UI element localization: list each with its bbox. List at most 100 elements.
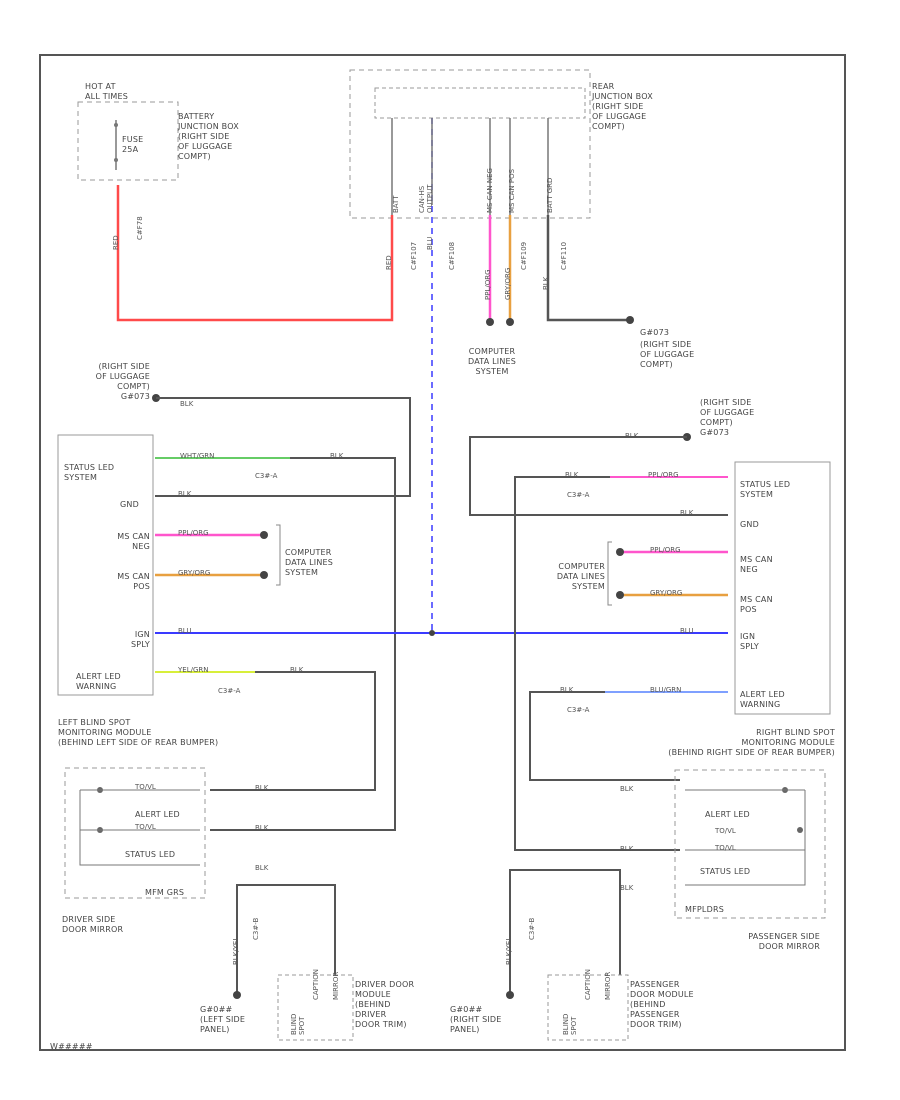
battery-fuse-label: FUSE 25A <box>122 135 144 154</box>
left-mirror-wire-2: BLK <box>255 824 269 832</box>
wire-right-alert <box>529 691 680 781</box>
left-pin-can-pos: MS CAN POS <box>117 572 150 591</box>
left-wire-can-neg: PPL/ORG <box>178 529 209 537</box>
right-mirror-wire-2: BLK <box>620 845 634 853</box>
right-pin-can-pos: MS CAN POS <box>740 595 773 614</box>
right-wire-gnd: BLK <box>680 509 694 517</box>
right-pin-can-neg: MS CAN NEG <box>740 555 773 574</box>
right-bottom-pin-1: BLIND SPOT <box>562 1013 578 1035</box>
right-computer-data: COMPUTER DATA LINES SYSTEM <box>556 562 605 591</box>
left-bsm-module-box <box>57 434 154 696</box>
left-wire-can-pos: GRY/ORG <box>178 569 211 577</box>
battery-jbox-label: BATTERY JUNCTION BOX (RIGHT SIDE OF LUGG… <box>178 112 239 161</box>
right-bsm-module-box <box>734 461 831 715</box>
right-bottom-pin-2: CAPTION <box>584 969 592 1000</box>
left-wire-blk-1: BLK <box>330 452 344 460</box>
rear-jbox-pin-3: MS CAN NEG <box>486 168 494 213</box>
rear-jbox-label: REAR JUNCTION BOX (RIGHT SIDE OF LUGGAGE… <box>592 82 653 131</box>
battery-conn-label: C#F78 <box>136 216 144 240</box>
battery-hot-label: HOT AT ALL TIMES <box>85 82 129 101</box>
passenger-door-module-box <box>547 974 629 1041</box>
wire-right-ground <box>469 436 728 516</box>
right-mirror-alert: ALERT LED <box>705 810 750 819</box>
left-mirror-label: DRIVER SIDE DOOR MIRROR <box>62 915 124 934</box>
left-mirror-alert: ALERT LED <box>135 810 180 819</box>
left-pin-can-neg: MS CAN NEG <box>117 532 150 551</box>
wire-right-status <box>514 476 680 851</box>
left-wire-alert: YEL/GRN <box>178 666 209 674</box>
right-wire-alert: BLU/GRN <box>650 686 682 694</box>
diagram-frame <box>39 54 846 1051</box>
right-bottom-pin-3: MIRROR <box>604 971 612 1000</box>
right-mirror-wire-3: BLK <box>620 884 634 892</box>
right-pin-alert: ALERT LED WARNING <box>740 690 785 709</box>
left-bottom-pin-2: CAPTION <box>312 969 320 1000</box>
right-mirror-label: PASSENGER SIDE DOOR MIRROR <box>748 932 820 951</box>
battery-wire-label: RED <box>112 235 120 250</box>
right-mirror-wire-1: BLK <box>620 785 634 793</box>
left-computer-data: COMPUTER DATA LINES SYSTEM <box>285 548 334 577</box>
right-wire-ign: BLU <box>680 627 694 635</box>
rear-jbox-pin-4: MS CAN POS <box>508 168 516 213</box>
rear-jbox-pin-1: BATT <box>392 195 400 213</box>
right-bottom-wire: BLK/YEL <box>505 936 513 965</box>
left-pin-ign: IGN SPLY <box>131 630 150 649</box>
wire-left-status <box>210 457 396 831</box>
left-bottom-pin-3: MIRROR <box>332 971 340 1000</box>
rear-jbox-conn-3: C#F109 <box>520 241 528 270</box>
wire-label-blu: BLU <box>426 236 434 250</box>
right-module-label: RIGHT BLIND SPOT MONITORING MODULE (BEHI… <box>668 728 835 757</box>
wire-left-bottom <box>236 884 336 995</box>
right-pin-status: STATUS LED SYSTEM <box>740 480 791 499</box>
left-wire-blk-2: BLK <box>290 666 304 674</box>
right-wire-can-pos: GRY/ORG <box>650 589 683 597</box>
right-bottom-module: PASSENGER DOOR MODULE (BEHIND PASSENGER … <box>630 980 694 1029</box>
left-mirror-pin-2: TO/VL <box>135 823 156 831</box>
left-ground-label: (RIGHT SIDE OF LUGGAGE COMPT) G#073 <box>95 362 150 401</box>
right-mirror-box <box>674 769 826 919</box>
left-mirror-status: STATUS LED <box>125 850 176 859</box>
right-conn-status: C3#-A <box>567 491 590 499</box>
right-conn-alert: C3#-A <box>567 706 590 714</box>
wire-label-red: RED <box>385 255 393 270</box>
left-wire-ign: BLU <box>178 627 192 635</box>
wire-battery-red <box>116 185 394 322</box>
top-ground-id: G#073 <box>640 328 670 337</box>
right-mirror-code: MFPLDRS <box>685 905 724 914</box>
rear-jbox-pin-2: CAN-HS OUTPUT <box>418 184 434 213</box>
wire-label-pplorg: PPL/ORG <box>484 269 492 301</box>
right-mirror-status: STATUS LED <box>700 867 751 876</box>
left-bottom-conn: C3#-B <box>252 917 260 940</box>
top-ground-label: (RIGHT SIDE OF LUGGAGE COMPT) <box>640 340 695 369</box>
left-module-label: LEFT BLIND SPOT MONITORING MODULE (BEHIN… <box>58 718 219 747</box>
wire-label-blk: BLK <box>542 276 550 290</box>
wire-label-gryorg: GRY/ORG <box>504 267 512 300</box>
left-mirror-code: MFM GRS <box>145 888 185 897</box>
wire-left-alert <box>210 671 376 791</box>
right-wire-can-neg: PPL/ORG <box>650 546 681 554</box>
wire-right-bottom <box>509 869 621 995</box>
right-mirror-pin-1: TO/VL <box>715 827 736 835</box>
left-mirror-pin-1: TO/VL <box>135 783 156 791</box>
right-wire-blk-2: BLK <box>560 686 574 694</box>
rear-jbox-conn-4: C#F110 <box>560 241 568 270</box>
left-wire-status: WHT/GRN <box>180 452 215 460</box>
rear-jbox-conn-2: C#F108 <box>448 241 456 270</box>
left-bottom-module: DRIVER DOOR MODULE (BEHIND DRIVER DOOR T… <box>355 980 415 1029</box>
right-wire-status: PPL/ORG <box>648 471 679 479</box>
left-bottom-pin-1: BLIND SPOT <box>290 1013 306 1035</box>
left-pin-gnd: GND <box>120 500 139 509</box>
left-mirror-wire-3: BLK <box>255 864 269 872</box>
left-mirror-wire-1: BLK <box>255 784 269 792</box>
left-ground-wire: BLK <box>180 400 194 408</box>
left-bottom-wire: BLK/YEL <box>232 936 240 965</box>
right-mirror-pin-2: TO/VL <box>715 844 736 852</box>
rear-jbox-pin-5: BATT GRD <box>546 177 554 213</box>
right-pin-ign: IGN SPLY <box>740 632 759 651</box>
battery-junction-box <box>77 101 179 181</box>
rear-jbox-conn-1: C#F107 <box>410 241 418 270</box>
diagram-code: W##### <box>50 1042 93 1051</box>
left-pin-status: STATUS LED SYSTEM <box>64 463 115 482</box>
right-ground-label: (RIGHT SIDE OF LUGGAGE COMPT) G#073 <box>700 398 755 437</box>
